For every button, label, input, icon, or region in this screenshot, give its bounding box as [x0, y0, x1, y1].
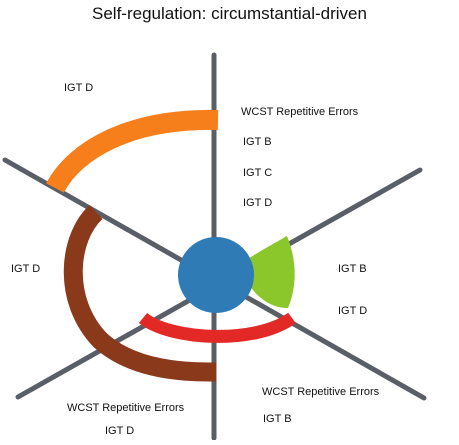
label-far-right-igt-b: IGT B: [338, 263, 367, 275]
label-bottom-right-wcst: WCST Repetitive Errors: [262, 386, 380, 398]
center-circle: [178, 237, 254, 313]
label-bottom-right-igt-b: IGT B: [263, 413, 292, 425]
label-right-igt-d: IGT D: [243, 197, 273, 209]
label-right-wcst: WCST Repetitive Errors: [241, 106, 359, 118]
label-bottom-left-wcst: WCST Repetitive Errors: [67, 402, 185, 414]
label-right-igt-b: IGT B: [243, 136, 272, 148]
page-title: Self-regulation: circumstantial-driven: [92, 4, 367, 23]
label-left-igt-d: IGT D: [11, 263, 41, 275]
wedge-green: [246, 236, 295, 308]
arc-brown: [63, 205, 217, 382]
label-top-left-igt-d: IGT D: [64, 82, 94, 94]
arc-red: [138, 312, 296, 343]
label-bottom-left-igt-d: IGT D: [105, 425, 135, 437]
label-right-igt-c: IGT C: [243, 167, 273, 179]
label-far-right-igt-d: IGT D: [338, 305, 368, 317]
arc-orange: [46, 109, 219, 194]
